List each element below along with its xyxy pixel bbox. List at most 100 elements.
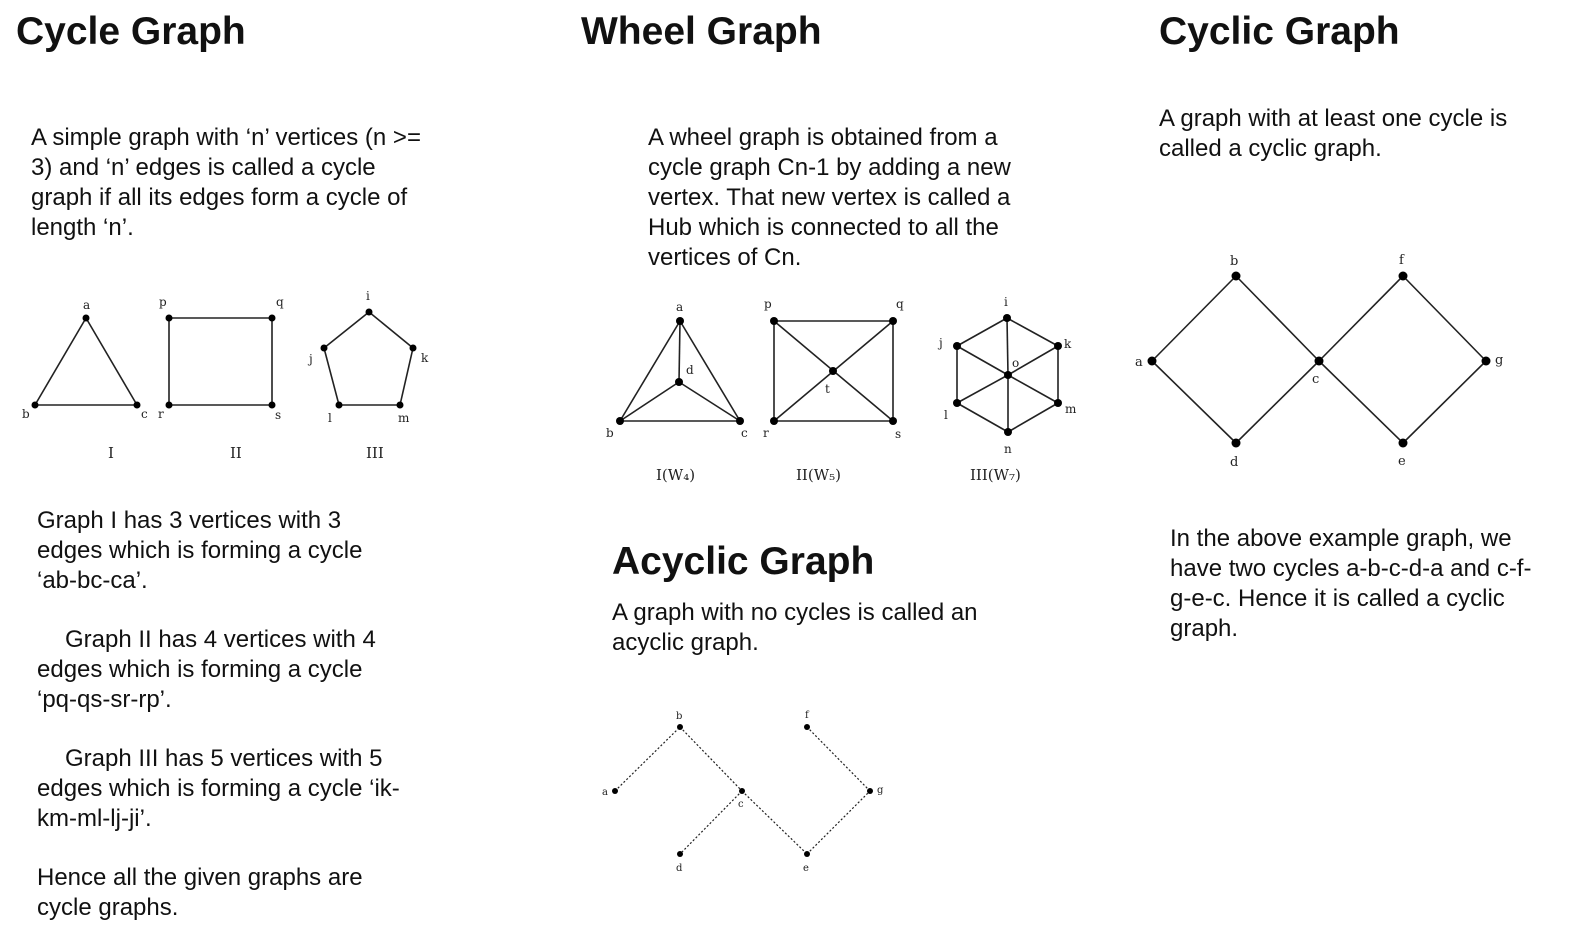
vertex-label-r: r	[763, 426, 769, 440]
vertex-label-n: n	[1004, 442, 1012, 456]
edge-db	[619, 381, 680, 422]
cyclic-graph-title: Cyclic Graph	[1159, 10, 1400, 53]
cycle-graph-figure: a b c I p q r s II i j k l m III	[22, 289, 429, 462]
vertex-label-t: t	[825, 382, 830, 396]
vertex-label-c: c	[741, 426, 748, 440]
vertex-s	[268, 401, 276, 409]
caption-W5: II(W₅)	[796, 466, 841, 484]
vertex-a	[1147, 356, 1157, 366]
wheel-graph-definition: A wheel graph is obtained from a cycle g…	[648, 124, 1011, 271]
vertex-label-k: k	[1064, 337, 1072, 351]
vertex-label-a: a	[83, 298, 90, 312]
edge-gf	[806, 726, 871, 792]
vertex-g	[867, 788, 873, 794]
vertex-m	[1054, 399, 1062, 407]
vertex-r	[165, 401, 173, 409]
vertex-label-e: e	[803, 863, 809, 874]
caption-I: I	[108, 444, 114, 462]
cycle-graph-conclusion: Hence all the given graphs are cycle gra…	[37, 864, 363, 921]
edge-ab	[614, 726, 681, 792]
vertex-label-p: p	[159, 295, 167, 309]
vertex-c	[133, 401, 141, 409]
vertex-label-s: s	[895, 427, 901, 441]
vertex-p	[770, 317, 778, 325]
caption-W7: III(W₇)	[970, 466, 1021, 484]
vertex-d	[675, 378, 683, 386]
cycle-graph-I: a b c I	[22, 298, 148, 462]
vertex-label-c: c	[738, 799, 744, 810]
vertex-label-i: i	[366, 289, 370, 303]
edge-ik	[1006, 317, 1059, 347]
vertex-label-c: c	[1312, 372, 1319, 387]
edge-ec	[1318, 360, 1404, 444]
vertex-label-a: a	[602, 787, 608, 798]
vertex-label-i: i	[1004, 295, 1008, 309]
wheel-graph-title: Wheel Graph	[581, 10, 822, 53]
edge-ab	[34, 317, 87, 406]
vertex-label-s: s	[275, 408, 281, 422]
edge-ab	[1151, 275, 1237, 362]
vertex-f	[804, 724, 810, 730]
edge-cd	[679, 790, 743, 855]
acyclic-graph-definition: A graph with no cycles is called an acyc…	[612, 599, 978, 656]
vertex-label-l: l	[328, 411, 332, 425]
vertex-a	[612, 788, 618, 794]
edge-bc	[679, 726, 743, 792]
cyclic-graph-definition: A graph with at least one cycle is calle…	[1159, 105, 1508, 162]
edge-mn	[1007, 402, 1059, 433]
vertex-i	[1003, 314, 1011, 322]
edge-ca	[679, 320, 741, 422]
vertex-b	[616, 417, 624, 425]
vertex-label-m: m	[1065, 402, 1077, 416]
vertex-label-a: a	[676, 300, 683, 314]
edge-ji	[956, 317, 1008, 347]
vertex-j	[953, 342, 961, 350]
vertex-label-j: j	[937, 336, 943, 350]
edge-ab	[619, 320, 681, 422]
edge-nl	[956, 402, 1009, 433]
edge-ca	[85, 317, 138, 406]
vertex-q	[268, 314, 276, 322]
edge-ji	[323, 311, 370, 349]
cycle-graph-example-I: Graph I has 3 vertices with 3 edges whic…	[37, 507, 363, 594]
vertex-label-e: e	[1398, 454, 1406, 469]
edge-km	[399, 347, 414, 406]
vertex-j	[320, 344, 328, 352]
vertex-b	[31, 401, 39, 409]
vertex-label-c: c	[141, 407, 148, 421]
vertex-label-d: d	[676, 863, 683, 874]
vertex-label-f: f	[805, 710, 810, 721]
vertex-i	[365, 308, 373, 316]
edge-ce	[741, 790, 808, 855]
vertex-k	[409, 344, 417, 352]
cycle-graph-example-III: Graph III has 5 vertices with 5 edges wh…	[37, 745, 400, 832]
edge-eg	[806, 790, 871, 855]
caption-W4: I(W₄)	[656, 466, 695, 484]
vertex-label-o: o	[1012, 356, 1019, 370]
vertex-d	[1231, 438, 1241, 448]
vertex-label-d: d	[686, 363, 694, 377]
vertex-label-f: f	[1399, 253, 1405, 268]
wheel-graph-W4: a b c d I(W₄)	[606, 300, 748, 484]
vertex-label-b: b	[676, 711, 682, 722]
vertex-e	[804, 851, 810, 857]
cyclic-graph-explanation: In the above example graph, we have two …	[1170, 525, 1532, 642]
vertex-p	[165, 314, 173, 322]
vertex-c	[1314, 356, 1324, 366]
vertex-c	[736, 417, 744, 425]
edge-bc	[1235, 275, 1320, 362]
vertex-q	[889, 317, 897, 325]
wheel-graph-figure: a b c d I(W₄) p q r s t II(W₅)	[606, 295, 1077, 484]
vertex-label-j: j	[307, 352, 313, 366]
vertex-t	[829, 367, 837, 375]
vertex-label-g: g	[877, 785, 884, 796]
vertex-label-b: b	[606, 426, 614, 440]
wheel-graph-W5: p q r s t II(W₅)	[763, 297, 904, 484]
edge-om	[1007, 374, 1059, 404]
edge-ol	[956, 374, 1009, 404]
vertex-label-q: q	[276, 295, 284, 309]
vertex-label-p: p	[764, 297, 772, 311]
vertex-f	[1398, 271, 1408, 281]
edge-cf	[1318, 275, 1404, 362]
acyclic-graph-title: Acyclic Graph	[612, 540, 875, 583]
